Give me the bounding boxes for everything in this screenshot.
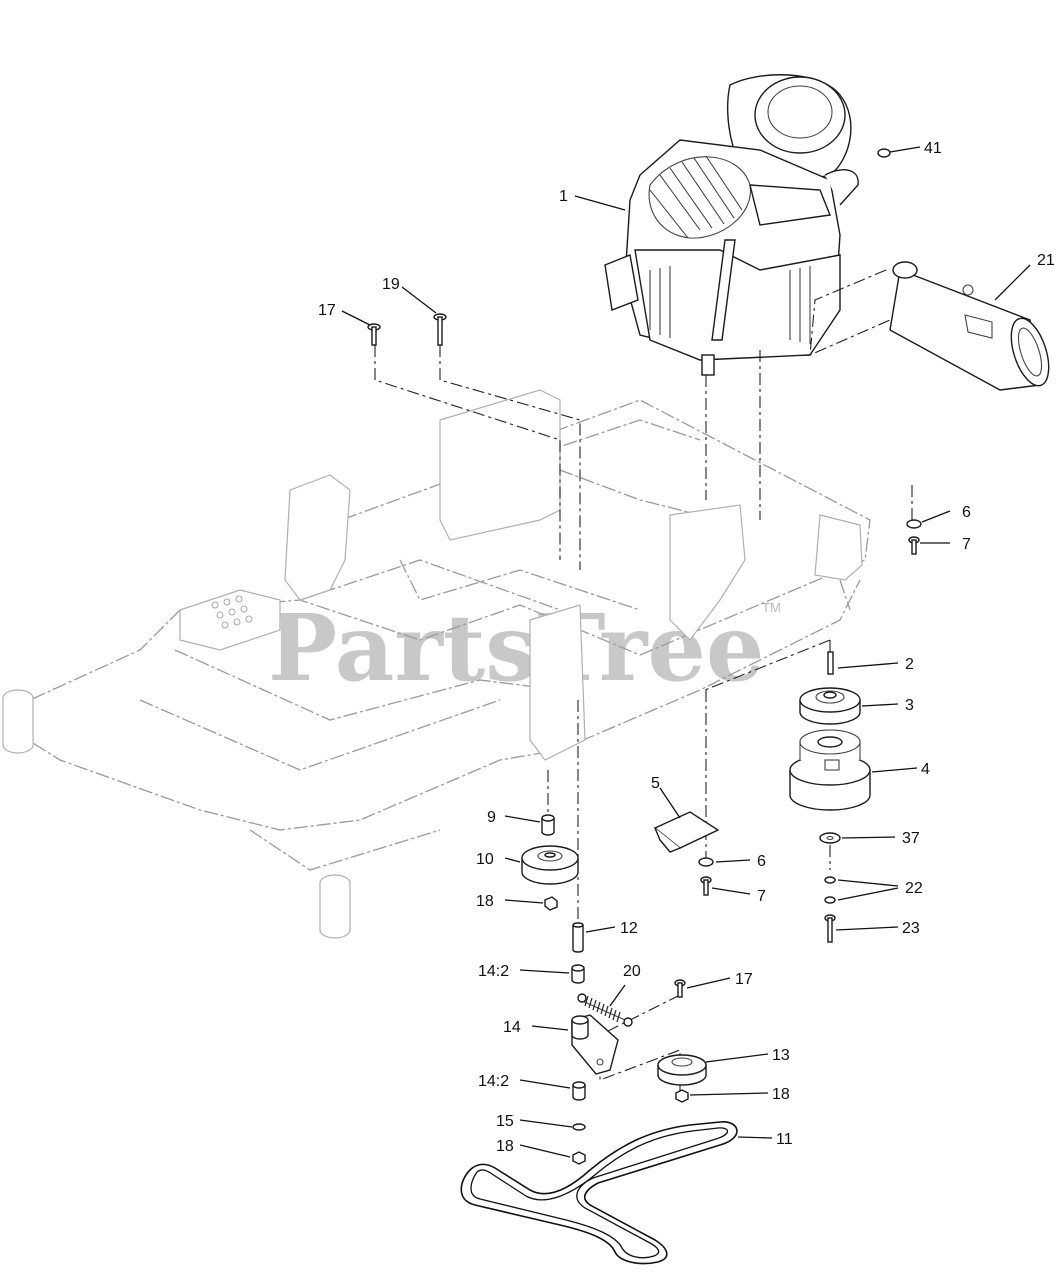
callout-17-lower: 17 [735,971,753,988]
part-18-nut-upper [544,896,558,911]
part-14-2-bushing-upper [571,964,585,984]
callout-5: 5 [651,775,660,792]
callout-22: 22 [905,880,923,897]
callout-7-right: 7 [962,536,971,553]
part-19-bolt [433,313,447,346]
part-14-idler-arm [571,1014,619,1075]
part-5-bracket [653,811,720,853]
part-17-bolt-upper [367,323,381,346]
trademark: TM [762,600,781,615]
callout-12: 12 [620,920,638,937]
callout-17-upper: 17 [318,302,336,319]
part-14-2-bushing-lower [572,1081,586,1101]
callout-4: 4 [921,761,930,778]
muffler [889,261,1050,391]
callout-23: 23 [902,920,920,937]
callout-3: 3 [905,697,914,714]
part-10-idler-pulley [521,845,579,885]
callout-10: 10 [476,851,494,868]
part-6-washer-center [698,857,714,867]
engine [604,74,859,376]
part-12-pin [572,922,584,953]
part-41-fitting [877,148,891,158]
callout-1: 1 [559,188,568,205]
part-22-washers [824,876,836,904]
callout-7-center: 7 [757,888,766,905]
callout-15: 15 [496,1113,514,1130]
callout-14-2-lower: 14:2 [478,1073,509,1090]
leader-lines [341,146,1031,1158]
part-13-pulley [657,1054,707,1086]
part-15-washer [572,1123,586,1131]
part-18-nut-right [675,1089,689,1103]
part-23-bolt [824,914,836,943]
part-7-bolt-right [908,536,920,555]
callout-18-right: 18 [772,1086,790,1103]
part-6-washer-right [906,519,922,529]
part-37-washer [819,832,841,844]
assembly-lines [374,269,913,1100]
callout-18-lower: 18 [496,1138,514,1155]
callout-37: 37 [902,830,920,847]
part-20-spring [577,993,633,1027]
callout-20: 20 [623,963,641,980]
callout-9: 9 [487,809,496,826]
callout-14: 14 [503,1019,521,1036]
part-17-bolt-lower [674,979,686,998]
part-3-pulley [799,687,861,725]
callout-18-upper: 18 [476,893,494,910]
part-9-spacer [541,814,555,836]
mower-frame [2,389,871,939]
callout-2: 2 [905,656,914,673]
callout-13: 13 [772,1047,790,1064]
callout-41: 41 [924,140,942,157]
part-18-nut-lower [572,1151,586,1165]
part-4-clutch [789,729,871,811]
callout-19: 19 [382,276,400,293]
callout-11: 11 [776,1131,793,1148]
callout-labels: 41 1 21 19 17 6 7 2 3 4 5 9 6 37 10 7 22… [318,140,1055,1155]
callout-21: 21 [1037,252,1055,269]
callout-14-2-upper: 14:2 [478,963,509,980]
callout-6-right: 6 [962,504,971,521]
part-7-bolt-center [700,876,712,896]
part-2-key [827,651,834,675]
part-11-belt [460,1121,738,1265]
callout-6-center: 6 [757,853,766,870]
